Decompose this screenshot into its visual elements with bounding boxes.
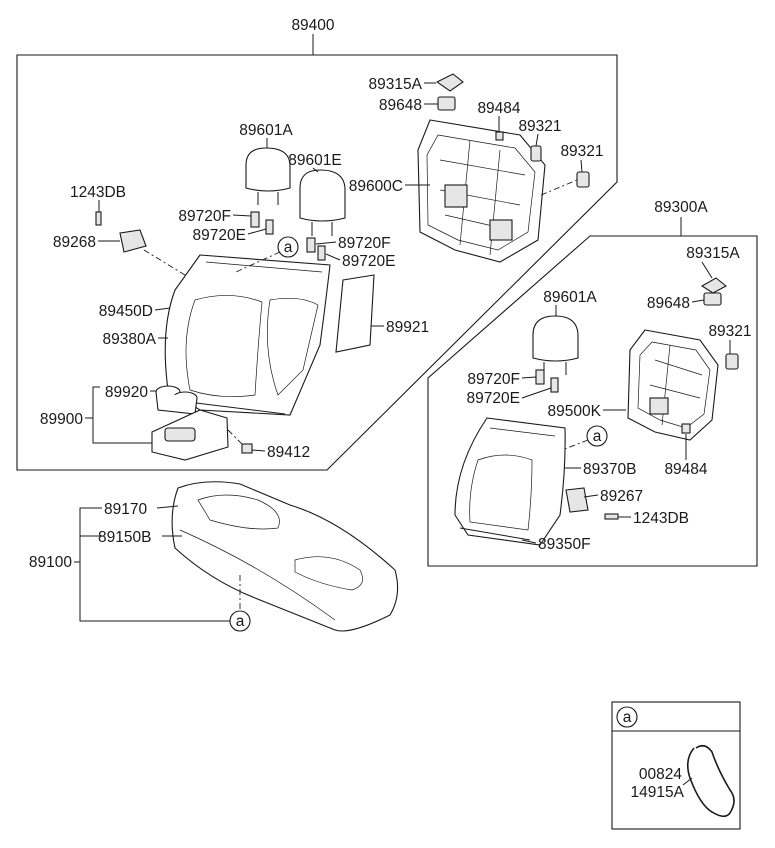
svg-text:89601E: 89601E [288, 152, 341, 169]
svg-text:a: a [236, 613, 245, 630]
svg-text:a: a [623, 709, 632, 726]
part-labels: 89400 89300A 89100 89315A 89648 89484 89… [29, 17, 752, 801]
release-knob-rh [703, 292, 722, 306]
leader-lines [74, 82, 731, 786]
release-bezel-rh [700, 277, 727, 294]
label-89400: 89400 [291, 17, 334, 34]
label-89100: 89100 [29, 554, 72, 571]
hook-wire-00824 [686, 744, 735, 818]
svg-text:89484: 89484 [664, 461, 707, 478]
svg-text:89412: 89412 [267, 444, 310, 461]
detail-part-00824: 00824 [639, 766, 682, 783]
bolt-1243DB-lh [95, 211, 102, 226]
svg-text:89601A: 89601A [543, 289, 597, 306]
svg-text:89350F: 89350F [538, 536, 591, 553]
svg-text:a: a [284, 239, 293, 256]
svg-text:89370B: 89370B [583, 461, 636, 478]
headrest-89601A-lh [245, 147, 291, 205]
rear-back-rh-frame [427, 235, 758, 567]
svg-text:89321: 89321 [518, 118, 561, 135]
clip-89484-rh [681, 423, 691, 434]
svg-text:1243DB: 1243DB [633, 510, 689, 527]
headrest-guides-rh [535, 369, 559, 393]
svg-text:89268: 89268 [53, 234, 96, 251]
svg-text:89720F: 89720F [467, 371, 520, 388]
svg-text:89321: 89321 [708, 323, 751, 340]
svg-text:89920: 89920 [105, 384, 148, 401]
svg-text:89900: 89900 [40, 411, 83, 428]
svg-text:89315A: 89315A [369, 76, 423, 93]
bracket-89267 [565, 487, 589, 513]
seatback-cushion-rh [454, 417, 566, 546]
callout-a-rh-back: a [586, 425, 608, 447]
clip-89484-lh [495, 131, 504, 141]
svg-text:89600C: 89600C [349, 178, 403, 195]
release-knob-lh [437, 96, 456, 111]
bracket-89321-lh-a [530, 145, 542, 162]
bracket-89268 [119, 229, 147, 253]
detail-box [611, 701, 741, 830]
svg-text:89500K: 89500K [548, 403, 602, 420]
svg-text:89484: 89484 [477, 100, 520, 117]
svg-text:89601A: 89601A [239, 122, 293, 139]
svg-text:89321: 89321 [560, 143, 603, 160]
seatback-frame-lh [417, 119, 546, 263]
svg-text:89720F: 89720F [178, 208, 231, 225]
callout-a-lh-back: a [277, 236, 299, 258]
svg-text:89380A: 89380A [103, 331, 157, 348]
label-89300A: 89300A [654, 199, 708, 216]
rear-back-lh-frame [16, 54, 618, 471]
seat-cushion-89100 [171, 481, 399, 632]
seatback-cushion-lh [164, 254, 331, 416]
clip-89412 [241, 443, 253, 454]
headrest-guides-lh [250, 211, 326, 261]
svg-text:89170: 89170 [104, 501, 147, 518]
svg-text:89921: 89921 [386, 319, 429, 336]
callout-a-cushion: a [229, 610, 251, 632]
armrest-89900 [151, 409, 229, 461]
svg-text:a: a [593, 428, 602, 445]
svg-text:89720F: 89720F [338, 235, 391, 252]
headrest-89601A-rh [532, 315, 579, 375]
callout-a-detail-title: a [616, 706, 638, 728]
seatback-frame-rh [627, 329, 719, 441]
headrest-89601E-lh [299, 169, 346, 236]
svg-text:89720E: 89720E [342, 253, 395, 270]
svg-text:89720E: 89720E [193, 227, 246, 244]
svg-text:89450D: 89450D [99, 303, 153, 320]
svg-text:89720E: 89720E [467, 390, 520, 407]
svg-text:89267: 89267 [600, 488, 643, 505]
detail-part-14915A: 14915A [631, 784, 685, 801]
svg-text:1243DB: 1243DB [70, 184, 126, 201]
armrest-pad-89921 [335, 274, 375, 353]
release-bezel-lh [435, 73, 464, 92]
svg-text:89150B: 89150B [98, 529, 151, 546]
bolt-1243DB-rh [604, 513, 619, 520]
svg-text:89648: 89648 [379, 97, 422, 114]
cupholder-89920 [155, 385, 198, 415]
svg-text:89315A: 89315A [686, 245, 740, 262]
svg-text:89648: 89648 [647, 295, 690, 312]
bracket-89321-lh-b [576, 171, 590, 188]
bracket-89321-rh [725, 353, 739, 370]
